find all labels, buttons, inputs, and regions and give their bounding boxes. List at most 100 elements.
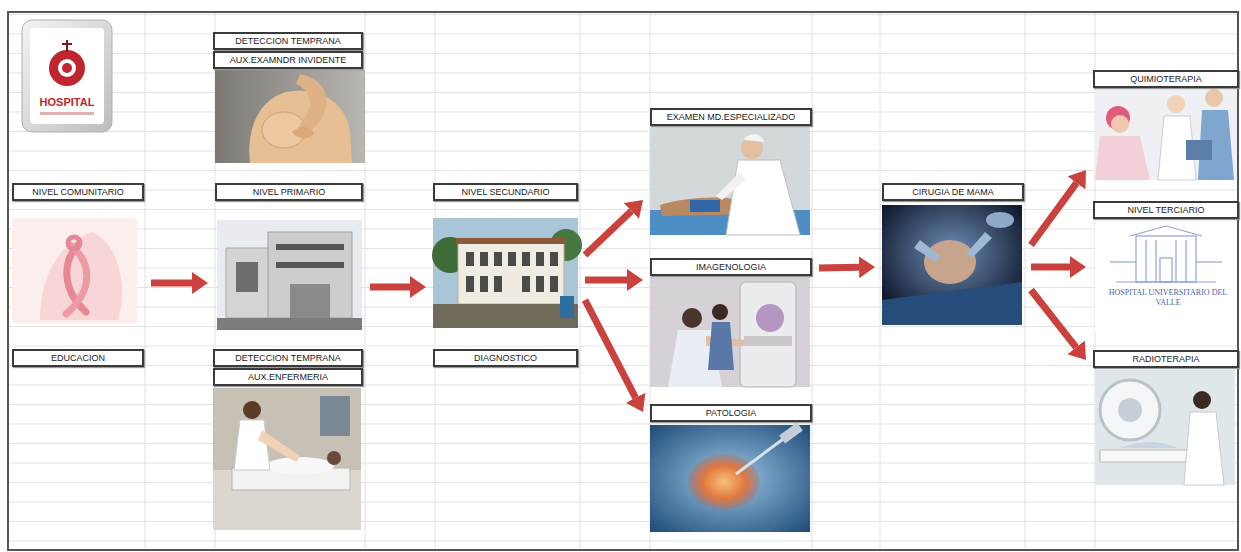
hospital-logo (62, 63, 72, 73)
sheet-grid (880, 12, 881, 550)
radiotherapy-photo (1184, 412, 1224, 485)
radiotherapy-photo (1120, 442, 1178, 448)
nurse-photo (327, 451, 341, 465)
hospital-logo (49, 50, 85, 86)
exam-photo (690, 200, 720, 212)
nurse-photo (213, 388, 361, 530)
self-exam-photo (215, 70, 365, 163)
chemo-photo (1095, 88, 1237, 180)
nurse-photo (320, 396, 350, 436)
imaging-photo (712, 304, 728, 320)
secondary-building (466, 276, 474, 292)
flow-arrow (151, 280, 192, 287)
awareness-ribbon (12, 218, 137, 323)
tertiary-logo (1155, 240, 1156, 282)
radiotherapy-photo (1095, 370, 1235, 485)
nurse-photo (234, 420, 270, 470)
sheet-grid (8, 12, 1238, 550)
secondary-building (560, 296, 574, 318)
chemo-photo (1186, 140, 1212, 160)
surgery-photo (882, 205, 1022, 325)
chemo-photo (1111, 115, 1129, 133)
tertiary-logo (1110, 261, 1136, 262)
secondary-building (480, 252, 488, 266)
stage-label: DIAGNOSTICO (433, 349, 578, 367)
chemo-photo (1205, 89, 1223, 107)
stage-panel: DETECCION TEMPRANAAUX.EXAMNDR INVIDENTE (213, 32, 363, 164)
secondary-building (458, 242, 564, 304)
pathology-image (736, 434, 790, 474)
stage-label: NIVEL TERCIARIO (1093, 201, 1239, 219)
stage-label: IMAGENOLOGIA (650, 258, 812, 276)
surgery-photo (882, 282, 1022, 325)
tertiary-logo (1185, 240, 1186, 282)
exam-photo (744, 134, 764, 142)
imaging-photo (708, 322, 734, 370)
sheet-grid (812, 12, 813, 550)
stage-label: QUIMIOTERAPIA (1093, 70, 1239, 88)
nurse-photo (258, 430, 300, 462)
flow-arrow (585, 277, 627, 284)
stage-label: DETECCION TEMPRANA (213, 349, 363, 367)
pathology-image (779, 422, 803, 443)
hospital-logo (62, 43, 72, 45)
radiotherapy-photo (1095, 370, 1235, 485)
primary-building (217, 220, 362, 330)
hospital-logo (58, 59, 76, 77)
sheet-grid (580, 12, 581, 550)
imaging-photo (650, 277, 810, 387)
imaging-photo (744, 336, 792, 346)
secondary-building (522, 276, 530, 292)
flow-arrow (819, 264, 859, 272)
stage-label: CIRUGIA DE MAMA (882, 183, 1024, 201)
imaging-photo (740, 282, 796, 387)
stage-label: EDUCACION (12, 349, 144, 367)
tertiary-logo (1095, 222, 1237, 332)
flow-arrow (1031, 264, 1070, 271)
stage-panel: NIVEL COMUNITARIO EDUCACION (12, 183, 144, 369)
radiotherapy-photo (1100, 380, 1160, 440)
sheet-grid (145, 12, 146, 550)
flow-arrow (1031, 183, 1077, 245)
surgery-photo (966, 232, 992, 258)
chemo-photo (1167, 95, 1185, 113)
secondary-building (522, 252, 530, 266)
tertiary-logo (1145, 240, 1146, 282)
hospital-logo (40, 112, 94, 115)
tertiary-logo (1095, 222, 1237, 332)
flow-arrow (1031, 290, 1076, 347)
stage-panel: NIVEL TERCIARIO (1093, 201, 1239, 333)
secondary-building (536, 276, 544, 292)
self-exam-photo (215, 70, 365, 163)
stage-label: AUX.EXAMNDR INVIDENTE (213, 51, 363, 69)
flow-arrow (370, 284, 410, 291)
secondary-building (536, 252, 544, 266)
secondary-building (550, 252, 558, 266)
secondary-building (456, 238, 566, 244)
stage-panel: PATOLOGIA (650, 404, 812, 532)
stage-label: DETECCION TEMPRANA (213, 32, 363, 50)
imaging-photo (756, 304, 784, 332)
secondary-building (550, 276, 558, 292)
primary-building (290, 284, 330, 318)
secondary-building (494, 252, 502, 266)
chemo-photo (1095, 136, 1150, 180)
stage-label: NIVEL PRIMARIO (215, 183, 363, 201)
stage-label: NIVEL SECUNDARIO (433, 183, 578, 201)
stage-panel: QUIMIOTERAPIA (1093, 70, 1239, 180)
nurse-photo (213, 388, 361, 530)
primary-building (236, 262, 258, 292)
tertiary-logo (1136, 236, 1196, 282)
nurse-photo (243, 401, 261, 419)
primary-building (268, 232, 352, 318)
chemo-photo (1095, 88, 1237, 180)
stage-label: NIVEL COMUNITARIO (12, 183, 144, 201)
tertiary-logo (1130, 226, 1202, 236)
awareness-ribbon (68, 237, 80, 249)
radiotherapy-photo (1118, 398, 1142, 422)
self-exam-photo (292, 127, 314, 138)
